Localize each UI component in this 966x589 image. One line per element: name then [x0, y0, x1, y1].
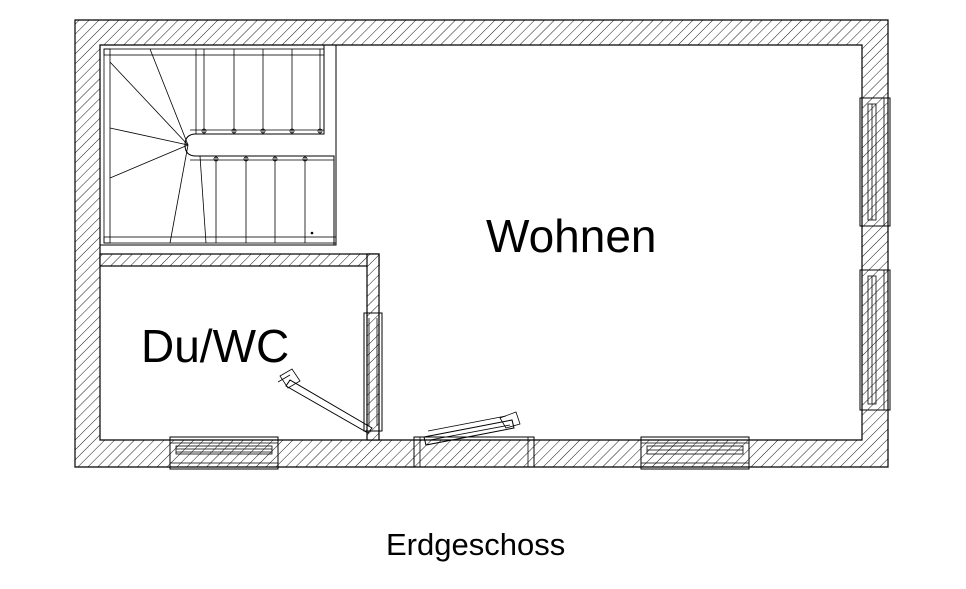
room-label-wohnen: Wohnen — [486, 210, 657, 262]
door-entrance — [413, 411, 535, 468]
window-living-bottom — [640, 436, 750, 470]
baluster — [231, 128, 237, 134]
interior-walls — [99, 253, 380, 441]
window-right-upper — [859, 97, 891, 227]
baluster — [260, 128, 266, 134]
staircase — [99, 44, 337, 246]
drawing-caption: Erdgeschoss — [386, 527, 565, 562]
stair-winder — [109, 61, 189, 146]
stair-winder — [109, 127, 189, 146]
stair-winder — [149, 48, 189, 146]
baluster — [213, 156, 219, 162]
baluster — [302, 156, 308, 162]
baluster — [243, 156, 249, 162]
stair-winder — [199, 155, 207, 244]
stair-winder — [109, 144, 189, 179]
window-right-lower — [859, 269, 891, 411]
baluster — [201, 128, 207, 134]
window-bathroom — [169, 436, 279, 470]
stair-winder — [169, 144, 189, 244]
baluster — [317, 128, 323, 134]
exterior-walls — [74, 19, 889, 468]
door-bathroom — [277, 312, 383, 434]
baluster — [289, 128, 295, 134]
baluster — [272, 156, 278, 162]
room-label-du-wc: Du/WC — [141, 320, 289, 372]
